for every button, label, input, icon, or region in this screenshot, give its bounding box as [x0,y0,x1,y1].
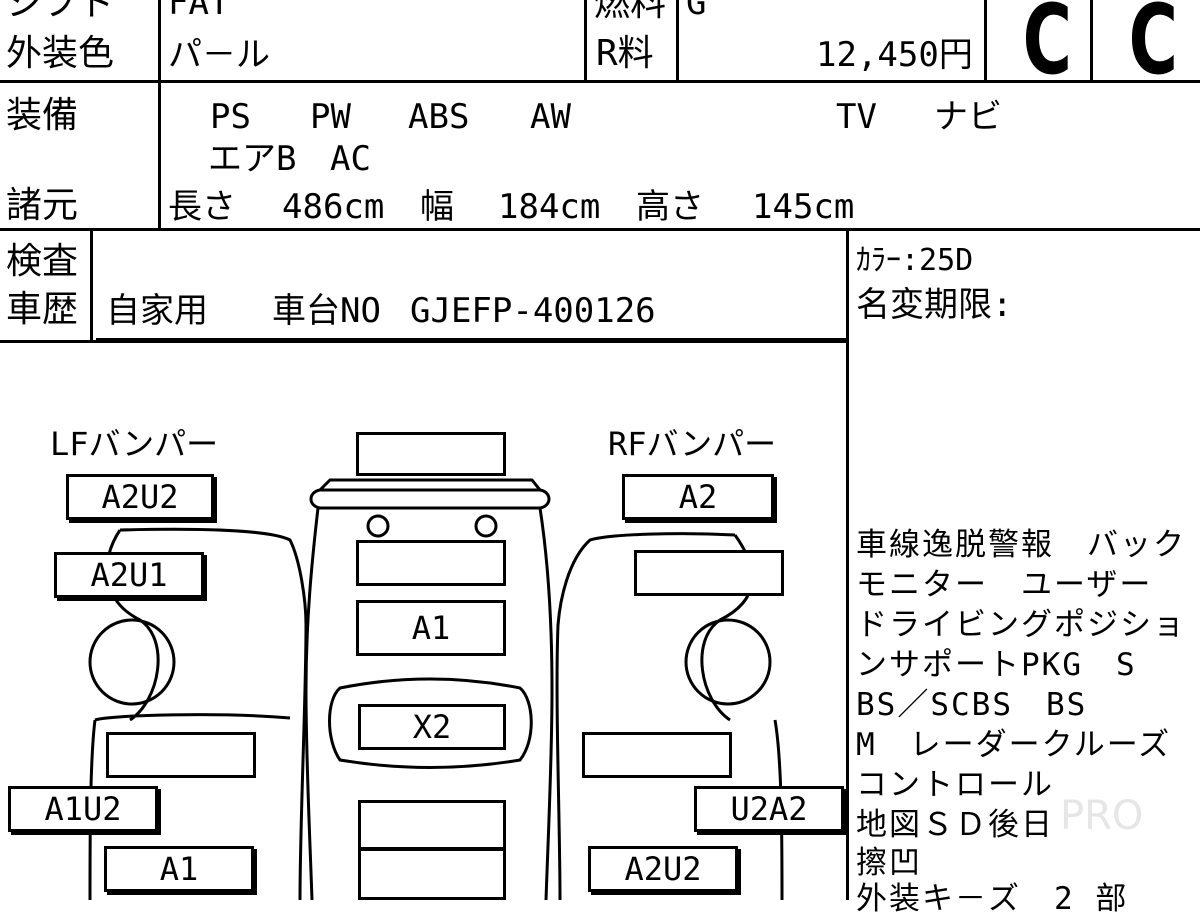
divider [676,0,679,82]
color-code: ｶﾗｰ:25D [856,243,974,278]
shift-label: シフト [6,0,115,24]
note-line: コントロール [856,767,1054,803]
cabin-outline [304,507,320,900]
right-door-upper-panel [582,732,732,778]
left-front-wheel [88,618,176,706]
height-label: 高さ [636,187,704,227]
width-value: 184cm [498,187,601,227]
windshield-damage-code: X2 [358,704,506,750]
name-change-deadline: 名変期限: [856,285,1013,325]
note-line: BS／SCBS BS [856,687,1088,723]
history-label: 車歴 [6,289,79,330]
width-label: 幅 [420,187,454,227]
equipment-item-ac: AC [330,139,371,179]
shift-value: FAT [168,0,230,23]
length-label: 長さ [168,187,236,227]
car-body-diagram [88,478,784,900]
specs-label: 諸元 [6,185,79,226]
divider [158,0,161,230]
right-body-outline [555,532,736,900]
inspection-label: 検査 [6,241,79,282]
length-value: 486cm [282,187,385,227]
divider [0,340,848,343]
recycle-fee-value: 12,450円 [816,35,973,75]
left-front-door-damage-code: A1U2 [8,786,158,832]
lf-fender-damage-code: A2U1 [54,552,204,598]
right-headlight [474,514,498,538]
left-rear-door-damage-code: A1 [104,846,254,892]
note-line: ンサポートPKG S [856,647,1137,683]
usage-underline [96,338,846,340]
left-body-outline [119,527,308,900]
note-line: 車線逸脱警報 バック [856,527,1186,563]
fuel-label: 燃料 [594,0,667,24]
equipment-label: 装備 [6,95,79,136]
right-front-door-damage-code: U2A2 [694,786,844,832]
lf-bumper-damage-code: A2U2 [66,474,214,520]
roof-panel [358,800,506,850]
divider [984,0,987,82]
rear-roof-panel [358,848,506,900]
note-line: M レーダークルーズ [856,727,1172,763]
divider [90,230,93,342]
chassis-value: GJEFP-400126 [410,291,656,331]
fuel-value: G [686,0,707,23]
recycle-fee-label: R料 [596,33,654,74]
windshield-outline [328,677,533,769]
rf-bumper-damage-code: A2 [622,474,774,520]
note-line: 地図ＳＤ後日 [856,807,1054,843]
interior-grade: C [1022,0,1072,96]
equipment-item-ps: PS [210,97,251,137]
equipment-item-tv: TV [836,97,877,137]
lf-bumper-label: LFバンパー [50,425,219,463]
note-line: ドライビングポジショ [856,607,1186,643]
usage-value: 自家用 [106,291,208,331]
right-fender-panel [634,550,784,596]
front-bumper-outline [309,488,551,510]
exterior-color-label: 外装色 [6,33,115,74]
divider [0,80,1200,83]
equipment-item-abs: ABS [408,97,470,137]
divider [1090,0,1093,82]
exterior-grade: C [1128,0,1178,96]
height-value: 145cm [752,187,855,227]
left-door-upper-panel [106,732,256,778]
right-rear-door-damage-code: A2U2 [588,846,738,892]
note-line: モニター ユーザー [856,567,1153,603]
front-panel [356,540,506,586]
left-rear-body [94,713,291,722]
equipment-item-pw: PW [310,97,351,137]
front-grille-panel [356,432,506,476]
divider [0,228,1200,231]
watermark: PRO [1060,793,1144,839]
divider [584,0,587,82]
front-bumper-top [316,478,544,492]
cabin-outline [538,507,554,900]
divider [846,230,849,900]
right-front-wheel [684,618,772,706]
equipment-item-airbag: エアB [208,139,297,179]
equipment-item-navi: ナビ [934,97,1002,137]
equipment-item-aw: AW [530,97,571,137]
left-headlight [366,514,390,538]
note-line: 擦凹 [856,845,922,881]
chassis-label: 車台NO [272,291,381,331]
rf-bumper-label: RFバンパー [608,425,777,463]
exterior-color-value: パ－ル [168,35,270,75]
hood-damage-code: A1 [356,600,506,656]
